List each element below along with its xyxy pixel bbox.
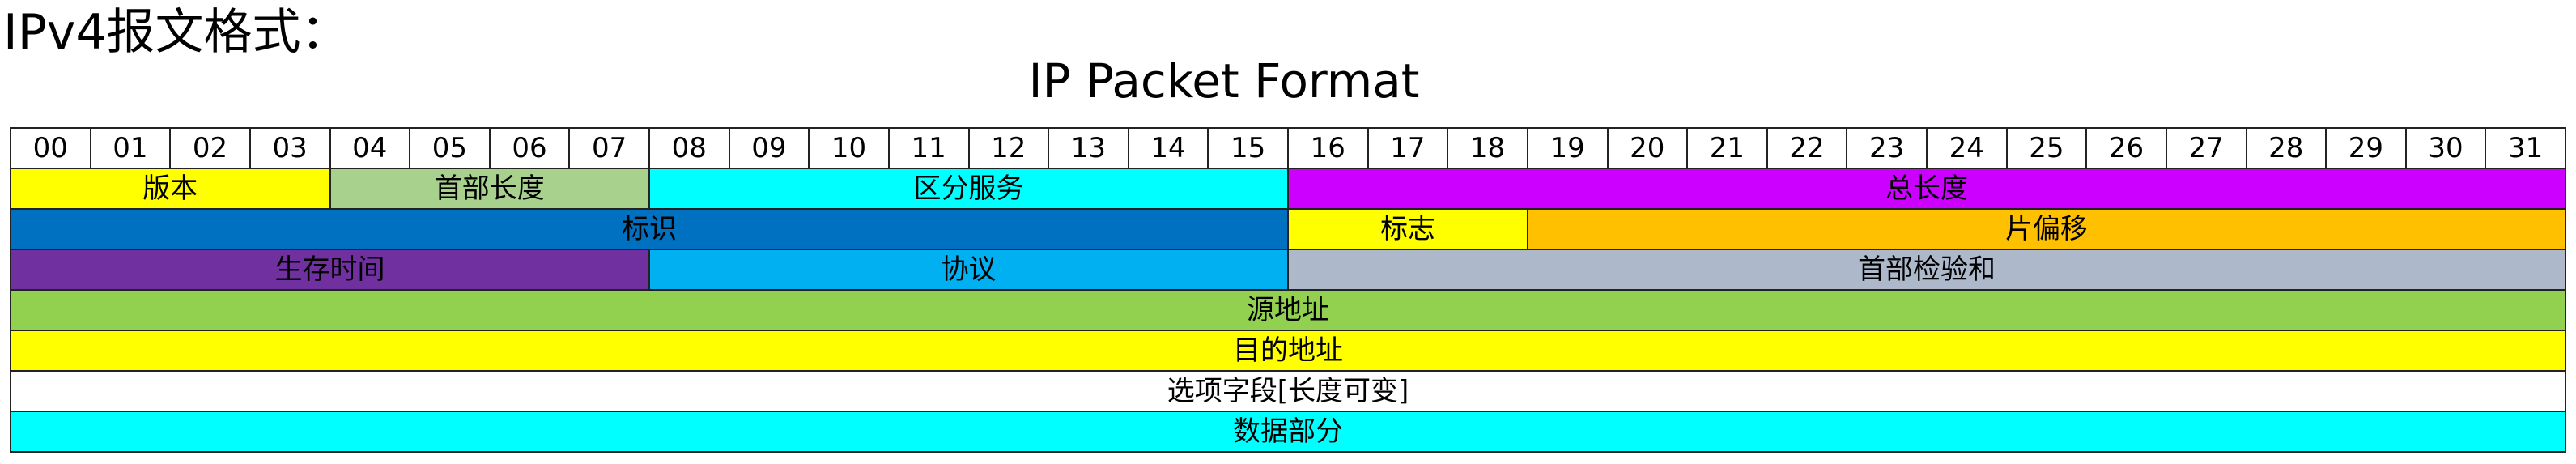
bit-number-cell: 01 — [91, 129, 172, 169]
bit-number-cell: 09 — [729, 129, 810, 169]
bit-number-cell: 13 — [1049, 129, 1129, 169]
field-cell: 生存时间 — [11, 250, 650, 291]
bit-number-cell: 14 — [1129, 129, 1209, 169]
bit-number-cell: 03 — [250, 129, 331, 169]
bit-number-cell: 19 — [1528, 129, 1609, 169]
field-cell: 区分服务 — [650, 169, 1289, 210]
diagram-title: IP Packet Format — [1028, 53, 1420, 109]
field-cell: 目的地址 — [11, 331, 2566, 372]
bit-number-cell: 27 — [2166, 129, 2247, 169]
field-cell: 总长度 — [1289, 169, 2566, 210]
bit-number-cell: 26 — [2087, 129, 2167, 169]
bit-number-cell: 12 — [969, 129, 1050, 169]
field-cell: 选项字段[长度可变] — [11, 372, 2566, 412]
bit-number-cell: 17 — [1368, 129, 1449, 169]
bit-number-cell: 15 — [1209, 129, 1289, 169]
bit-number-cell: 00 — [11, 129, 91, 169]
page-heading: IPv4报文格式： — [3, 4, 350, 61]
bit-number-cell: 31 — [2486, 129, 2566, 169]
bit-number-cell: 24 — [1928, 129, 2008, 169]
bit-number-cell: 06 — [490, 129, 571, 169]
bit-number-cell: 08 — [650, 129, 730, 169]
bit-number-cell: 29 — [2327, 129, 2407, 169]
field-cell: 版本 — [11, 169, 331, 210]
bit-number-cell: 02 — [171, 129, 251, 169]
bit-number-cell: 28 — [2247, 129, 2327, 169]
field-cell: 片偏移 — [1528, 210, 2566, 250]
bit-number-cell: 20 — [1608, 129, 1689, 169]
bit-number-cell: 21 — [1688, 129, 1768, 169]
field-cell: 首部检验和 — [1289, 250, 2566, 291]
bit-number-cell: 22 — [1767, 129, 1848, 169]
bit-number-cell: 04 — [330, 129, 411, 169]
bit-number-cell: 16 — [1289, 129, 1369, 169]
bit-number-cell: 07 — [570, 129, 650, 169]
field-cell: 数据部分 — [11, 412, 2566, 453]
bit-number-cell: 23 — [1847, 129, 1928, 169]
bit-number-cell: 30 — [2406, 129, 2487, 169]
field-cell: 标识 — [11, 210, 1289, 250]
field-cell: 首部长度 — [330, 169, 650, 210]
bit-number-cell: 11 — [889, 129, 970, 169]
field-cell: 源地址 — [11, 291, 2566, 331]
field-cell: 标志 — [1289, 210, 1528, 250]
field-cell: 协议 — [650, 250, 1289, 291]
bit-number-cell: 05 — [410, 129, 491, 169]
bit-number-cell: 10 — [810, 129, 890, 169]
bit-number-cell: 18 — [1448, 129, 1528, 169]
bit-number-cell: 25 — [2007, 129, 2088, 169]
